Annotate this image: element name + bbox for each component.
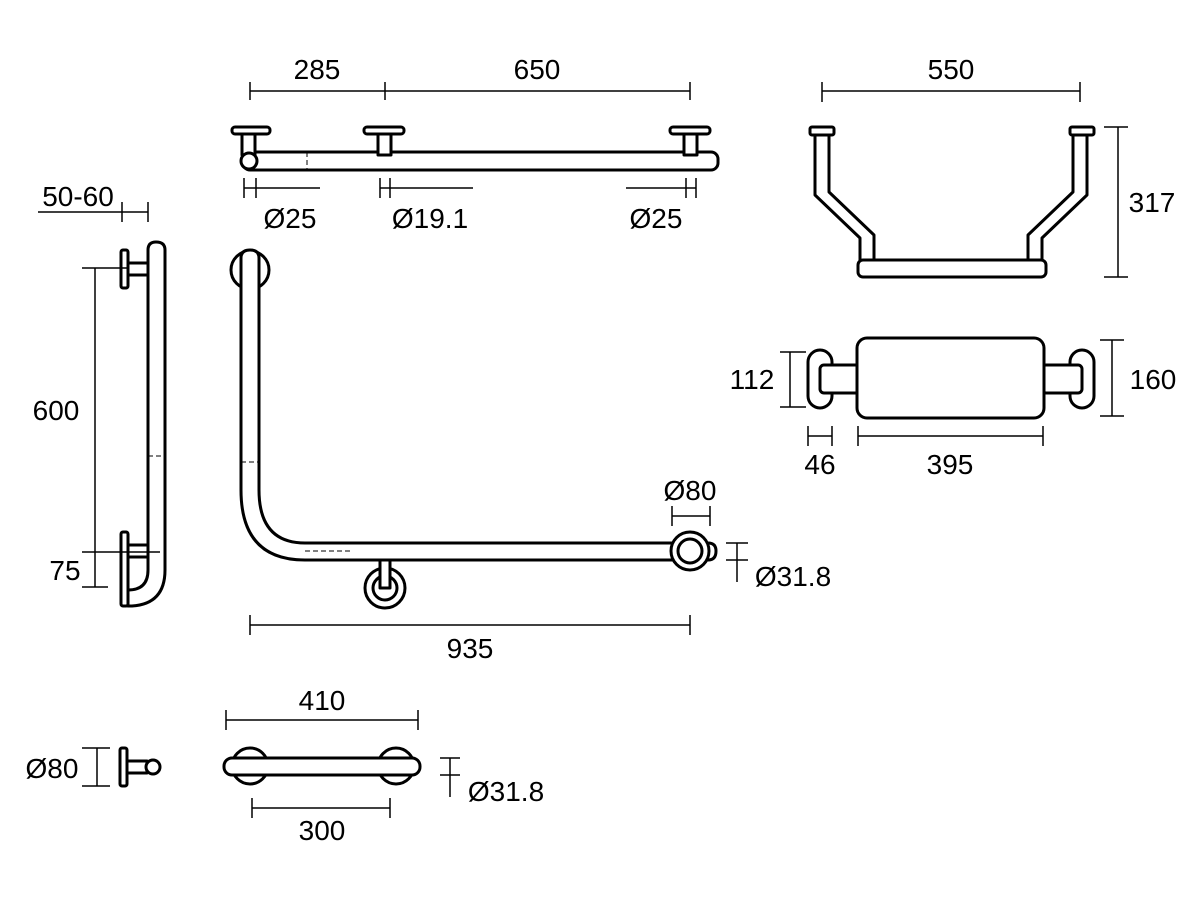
top-rail-dimensions <box>243 82 697 198</box>
vertical-rail-view <box>38 202 167 608</box>
dim-dia-19-1: Ø19.1 <box>392 203 468 234</box>
short-rail-view <box>82 710 460 818</box>
backrest-top-view <box>808 82 1128 279</box>
l-rail-view <box>229 248 748 635</box>
dim-317: 317 <box>1129 187 1176 218</box>
dim-75: 75 <box>49 555 80 586</box>
backrest-front-view <box>780 336 1124 446</box>
dim-550: 550 <box>928 54 975 85</box>
dim-46: 46 <box>804 449 835 480</box>
dim-dia-31-8-short: Ø31.8 <box>468 776 544 807</box>
dim-395: 395 <box>927 449 974 480</box>
dim-dia-25-left: Ø25 <box>264 203 317 234</box>
dim-dia-80-side: Ø80 <box>26 753 79 784</box>
dim-600: 600 <box>33 395 80 426</box>
dim-285: 285 <box>294 54 341 85</box>
top-rail-view <box>230 125 720 172</box>
dim-300: 300 <box>299 815 346 846</box>
dim-650: 650 <box>514 54 561 85</box>
dim-50-60: 50-60 <box>42 181 114 212</box>
dim-935: 935 <box>447 633 494 664</box>
dim-112: 112 <box>730 364 775 395</box>
dim-dia-80: Ø80 <box>664 475 717 506</box>
dim-dia-25-right: Ø25 <box>630 203 683 234</box>
dim-410: 410 <box>299 685 346 716</box>
dim-dia-31-8: Ø31.8 <box>755 561 831 592</box>
dim-160: 160 <box>1130 364 1177 395</box>
